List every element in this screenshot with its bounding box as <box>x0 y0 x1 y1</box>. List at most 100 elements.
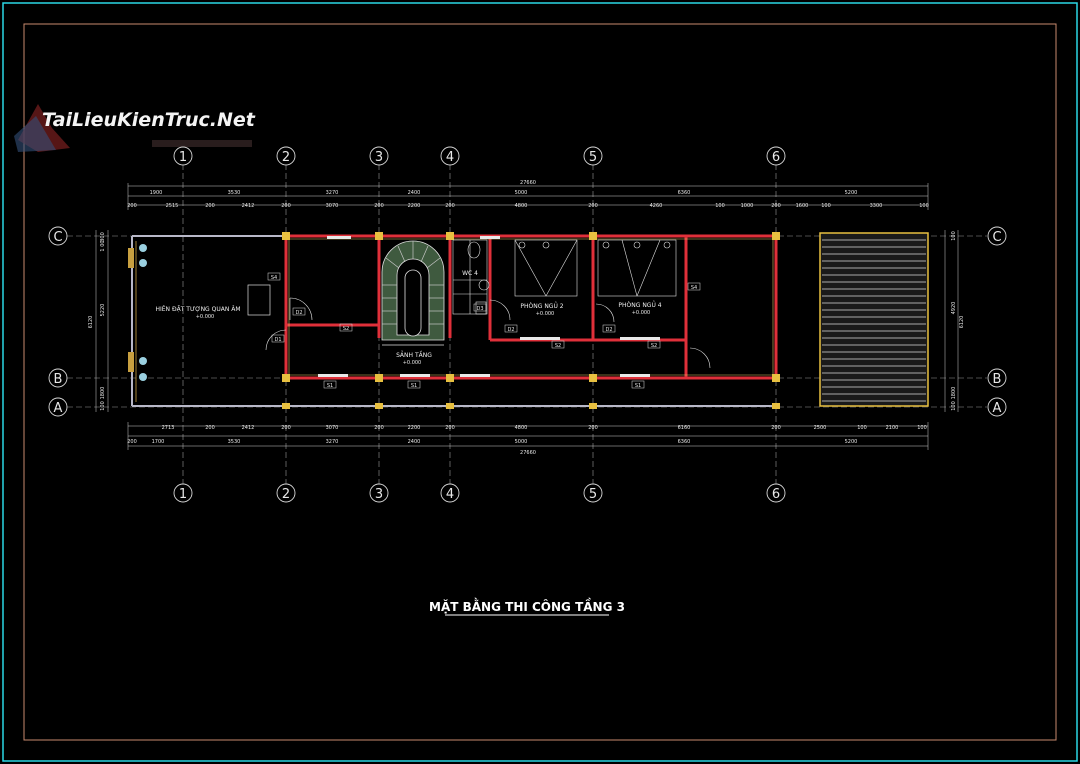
top-dim2-14: 200 <box>771 203 781 209</box>
bottom-dim1-7: 200 <box>445 425 455 431</box>
left-dim-3: 300 <box>100 232 106 242</box>
bottom-dim1-5: 200 <box>374 425 384 431</box>
bottom-dim1-12: 2500 <box>814 425 827 431</box>
tag-d3: D3 <box>476 306 483 312</box>
bottom-dim2-3: 3270 <box>326 439 339 445</box>
rear-terrace <box>819 232 929 407</box>
left-dim-4: 100 <box>100 401 106 411</box>
room-level-bed2: +0.000 <box>536 311 555 317</box>
grid-bubbles-bottom: 1 2 3 4 5 6 <box>173 483 786 503</box>
grid-label-top-3: 3 <box>375 150 383 165</box>
left-dim-1: 5220 <box>100 304 106 317</box>
top-dim2-15: 1600 <box>796 203 809 209</box>
grid-label-bottom-4: 4 <box>446 487 454 502</box>
bottom-dim1-10: 6160 <box>678 425 691 431</box>
watermark-brand: TaiLieuKienTruc.Net <box>42 109 256 131</box>
top-dim2-11: 4260 <box>650 203 663 209</box>
right-dim-4: 100 <box>951 401 957 411</box>
top-dim2-8: 200 <box>445 203 455 209</box>
grid-bubbles-rows: C B A C B A <box>48 226 1007 417</box>
bottom-dim1-8: 4800 <box>515 425 528 431</box>
windows <box>318 236 660 377</box>
room-label-bed4: PHÒNG NGỦ 4 <box>618 301 661 309</box>
left-dim-5: 1 00 <box>100 240 106 251</box>
top-dim2-10: 200 <box>588 203 598 209</box>
top-dim2-17: 3300 <box>870 203 883 209</box>
grid-label-bottom-6: 6 <box>772 487 780 502</box>
top-dim1-3: 2400 <box>408 190 421 196</box>
top-dim2-4: 200 <box>281 203 291 209</box>
bottom-dim2-2: 3530 <box>228 439 241 445</box>
overall-dim-top: 27660 <box>520 180 536 186</box>
left-dim-0: 6120 <box>88 316 94 329</box>
bottom-dim1-0: 2713 <box>162 425 175 431</box>
tag-s1-a: S1 <box>327 383 333 389</box>
tag-d2-a: D2 <box>295 310 302 316</box>
element-tags: D2 D2 D2 D1 D3 S1 S1 S1 S2 S2 S2 S4 S4 <box>267 272 701 389</box>
grid-label-right-c: C <box>992 230 1001 245</box>
grid-label-top-2: 2 <box>282 150 290 165</box>
room-label-wc: WC 4 <box>462 270 478 277</box>
room-label-bed2: PHÒNG NGỦ 2 <box>520 302 563 310</box>
bottom-dim2-0: 200 <box>127 439 137 445</box>
top-dim2-6: 200 <box>374 203 384 209</box>
tag-s4-b: S4 <box>691 285 697 291</box>
top-dim2-3: 2412 <box>242 203 255 209</box>
bottom-dim1-9: 200 <box>588 425 598 431</box>
top-dim1-4: 5000 <box>515 190 528 196</box>
bottom-dim2-6: 6360 <box>678 439 691 445</box>
room-level-lobby: +0.000 <box>403 360 422 366</box>
room-level-bed4: +0.000 <box>632 310 651 316</box>
tag-d2-c: D2 <box>605 327 612 333</box>
bottom-dim2-7: 5200 <box>845 439 858 445</box>
structural-columns <box>282 232 780 409</box>
tag-d1: D1 <box>274 337 281 343</box>
wc-fixtures <box>452 239 490 315</box>
dimension-texts: 27660 27660 1900 3530 3270 2400 5000 636… <box>88 180 965 456</box>
top-dim2-5: 3070 <box>326 203 339 209</box>
left-dim-2: 1800 <box>100 387 106 400</box>
grid-label-left-a: A <box>54 401 63 416</box>
top-dim1-2: 3270 <box>326 190 339 196</box>
top-dim2-0: 200 <box>127 203 137 209</box>
grid-label-left-b: B <box>54 372 63 387</box>
grid-label-right-b: B <box>993 372 1002 387</box>
tag-s4-a: S4 <box>271 275 277 281</box>
top-dim2-12: 100 <box>715 203 725 209</box>
grid-label-bottom-1: 1 <box>179 487 187 502</box>
tag-s1-c: S1 <box>635 383 641 389</box>
room-level-altar: +0.000 <box>196 314 215 320</box>
bottom-dim2-5: 5000 <box>515 439 528 445</box>
tag-d2-b: D2 <box>507 327 514 333</box>
grid-label-top-4: 4 <box>446 150 454 165</box>
bottom-dim2-1: 1700 <box>152 439 165 445</box>
tag-s2-b: S2 <box>651 343 657 349</box>
inner-frame <box>23 23 1057 741</box>
top-dim2-9: 4800 <box>515 203 528 209</box>
grid-label-bottom-5: 5 <box>589 487 597 502</box>
right-dim-0: 4920 <box>951 302 957 315</box>
top-dim2-16: 100 <box>821 203 831 209</box>
bedroom-wardrobes <box>514 239 677 297</box>
bottom-dim1-15: 100 <box>917 425 927 431</box>
grid-label-left-c: C <box>53 230 62 245</box>
grid-label-top-6: 6 <box>772 150 780 165</box>
top-dim1-6: 5200 <box>845 190 858 196</box>
top-dim2-13: 1000 <box>741 203 754 209</box>
top-dim1-0: 1900 <box>150 190 163 196</box>
tag-s2-a: S2 <box>555 343 561 349</box>
top-dim2-2: 200 <box>205 203 215 209</box>
grid-label-bottom-3: 3 <box>375 487 383 502</box>
tag-s1-b: S1 <box>411 383 417 389</box>
top-dim1-5: 6360 <box>678 190 691 196</box>
room-label-lobby: SẢNH TẦNG <box>396 351 432 359</box>
grid-label-right-a: A <box>993 401 1002 416</box>
spiral-staircase <box>381 240 445 346</box>
bottom-dim1-1: 200 <box>205 425 215 431</box>
right-dim-3: 100 <box>951 231 957 241</box>
right-dim-1: 6120 <box>959 316 965 329</box>
bottom-dim1-6: 2200 <box>408 425 421 431</box>
top-dim2-18: 100 <box>919 203 929 209</box>
